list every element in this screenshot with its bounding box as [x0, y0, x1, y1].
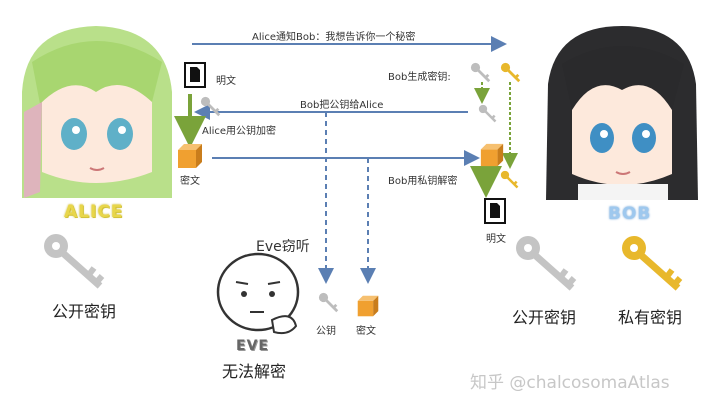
- eve-avatar: [216, 252, 300, 335]
- public-key-icon: [200, 96, 221, 117]
- cipher-box-icon: [480, 143, 504, 167]
- label-bob-public-key: 公开密钥: [512, 308, 577, 327]
- bob-name: BOB: [608, 204, 652, 224]
- private-key-icon: [500, 62, 521, 83]
- message-eve-listen: Eve窃听: [256, 239, 310, 255]
- alice-name: ALICE: [64, 202, 124, 222]
- label-alice-public-key: 公开密钥: [52, 302, 117, 321]
- private-key-icon: [500, 170, 519, 189]
- public-key-icon: [44, 234, 105, 289]
- label-eve-ciphertext: 密文: [356, 326, 376, 337]
- bob-avatar: [546, 26, 698, 200]
- label-bob-plaintext: 明文: [486, 234, 506, 245]
- watermark: 知乎 @chalcosomaAtlas: [470, 373, 670, 393]
- label-bob-private-key: 私有密钥: [618, 308, 683, 327]
- public-key-icon: [478, 104, 497, 123]
- label-eve-public-key: 公钥: [316, 326, 336, 337]
- message-alice-notify: Alice通知Bob：我想告诉你一个秘密: [252, 32, 416, 43]
- message-bob-decrypt: Bob用私钥解密: [388, 176, 458, 187]
- private-key-icon: [622, 236, 683, 291]
- public-key-icon: [516, 236, 577, 291]
- message-bob-send-public-key: Bob把公钥给Alice: [300, 100, 384, 111]
- public-key-icon: [318, 292, 339, 313]
- document-icon: [184, 62, 206, 88]
- cipher-box-icon: [178, 144, 202, 168]
- label-eve-cannot-decrypt: 无法解密: [222, 362, 287, 381]
- eve-name: EVE: [236, 338, 269, 354]
- alice-avatar: [22, 26, 172, 198]
- message-alice-encrypt: Alice用公钥加密: [202, 126, 277, 137]
- document-icon: [484, 198, 506, 224]
- label-alice-ciphertext: 密文: [180, 176, 200, 187]
- cipher-box-icon: [357, 295, 379, 317]
- label-alice-plaintext: 明文: [216, 76, 236, 87]
- public-key-icon: [470, 62, 491, 83]
- message-bob-generate-keys: Bob生成密钥:: [388, 72, 451, 83]
